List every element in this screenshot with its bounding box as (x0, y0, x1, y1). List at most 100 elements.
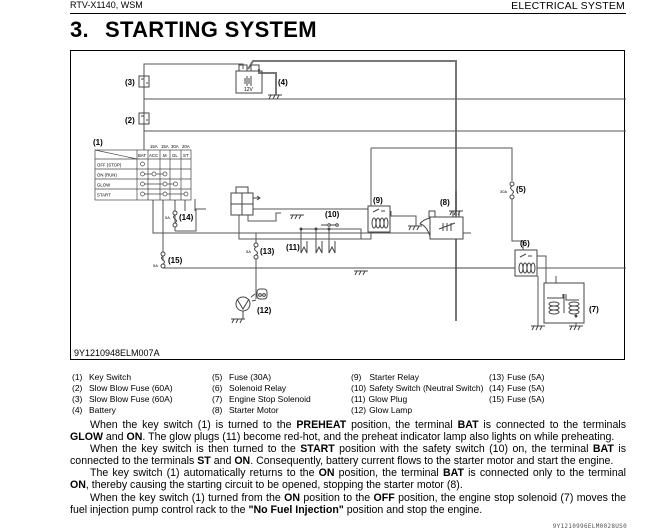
legend-item: (1)Key Switch (72, 372, 132, 382)
callout-13: (13) (260, 247, 275, 256)
terminal-bat: BAT (138, 153, 146, 158)
legend-column-3: (9)Starter Relay (10)Safety Switch (Neut… (351, 372, 483, 416)
wiring-diagram: (3) (2) 12V (4) 30A (5) (1) (70, 50, 626, 360)
legend-column-2: (5)Fuse (30A) (6)Solenoid Relay (7)Engin… (212, 372, 311, 416)
glow-plugs-11: (11) (286, 227, 336, 254)
bold-term: BAT (442, 467, 464, 480)
amp-rating-m: 15A (161, 144, 169, 149)
slow-blow-fuse-60a-2: (2) (125, 112, 150, 125)
text-run: The key switch (1) automatically returns… (90, 467, 319, 480)
contact-point (151, 171, 157, 177)
bold-term: OFF (373, 491, 395, 504)
contact-point (140, 171, 145, 177)
key-switch-1: (1) 15A 15A 30A 20A BAT ACC M GL ST (93, 138, 192, 201)
contact-point (140, 191, 145, 197)
fuse-5a-15: 5A (15) (153, 251, 183, 269)
callout-9: (9) (373, 196, 383, 205)
contact-point (173, 181, 178, 187)
bold-term: PREHEAT (296, 419, 347, 431)
bold-term: GLOW (70, 431, 103, 444)
starter-relay-9: (9) (367, 196, 391, 233)
legend-item: (11)Glow Plug (351, 394, 408, 404)
paragraph-off: When the key switch (1) turned from the … (70, 492, 626, 516)
battery-voltage: 12V (244, 87, 254, 93)
bold-term: ON (234, 455, 251, 468)
page-title: 3.STARTING SYSTEM (70, 17, 317, 43)
amp-rating-acc: 15A (150, 144, 158, 149)
contact-point (162, 181, 168, 187)
engine-stop-solenoid-7: (7) (543, 282, 599, 324)
contact-point (140, 161, 145, 167)
text-run: When the key switch (1) is turned to the (90, 419, 297, 431)
section-title: STARTING SYSTEM (105, 17, 317, 42)
text-run: When the key switch (1) turned from the (90, 491, 285, 504)
manual-model-label: RTV-X1140, WSM (70, 0, 143, 10)
bold-term: BAT (457, 419, 479, 431)
text-run: is connected to the terminals (70, 443, 626, 468)
bold-term: "No Fuel Injection" (248, 503, 344, 516)
terminal-m: M (163, 153, 167, 158)
text-run: . Consequently, battery current flows to… (250, 455, 614, 468)
starter-motor-8: (8) (419, 198, 464, 240)
legend-item: (5)Fuse (30A) (212, 372, 272, 382)
glow-lamp-12: (12) (235, 288, 272, 319)
callout-3: (3) (125, 78, 135, 87)
terminal-st: ST (183, 153, 189, 158)
callout-5: (5) (516, 185, 526, 194)
text-run: position, the engine stop solenoid (7) m… (70, 491, 626, 516)
position-start: START (97, 193, 111, 198)
description-text: When the key switch (1) is turned to the… (70, 419, 626, 516)
wiring-diagram-svg: (3) (2) 12V (4) 30A (5) (1) (93, 60, 626, 331)
text-run: is connected only to the terminal (463, 467, 626, 480)
bold-term: START (300, 443, 335, 456)
callout-11: (11) (286, 243, 300, 252)
text-run: position and stop the engine. (343, 503, 483, 516)
callout-1: (1) (93, 138, 103, 147)
legend-item: (8)Starter Motor (212, 405, 279, 415)
fuse-30a-5: 30A (5) (500, 181, 526, 200)
text-run: . The glow plugs (11) become red-hot, an… (142, 431, 615, 444)
legend-item: (6)Solenoid Relay (212, 383, 287, 393)
battery-4: 12V (4) (235, 64, 288, 100)
document-code: 9Y1210996ELM0028US0 (552, 523, 627, 530)
callout-4: (4) (278, 78, 288, 87)
paragraph-on-return: The key switch (1) automatically returns… (70, 467, 626, 491)
text-run: When the key switch is then turned to th… (90, 443, 301, 456)
amp-rating-st: 20A (182, 144, 190, 149)
callout-7: (7) (589, 305, 599, 314)
fuse-5-rating: 30A (500, 189, 507, 194)
ground-symbols (231, 210, 583, 331)
legend-item: (7)Engine Stop Solenoid (212, 394, 311, 404)
legend-item: (14)Fuse (5A) (489, 383, 545, 393)
slow-blow-fuse-60a-3: (3) (125, 75, 150, 88)
legend-item: (4)Battery (72, 405, 116, 415)
fuse-14-rating: 5A (165, 215, 170, 220)
amp-rating-gl: 30A (171, 144, 179, 149)
contact-point (183, 191, 189, 197)
callout-15: (15) (168, 256, 183, 265)
position-on: ON (RUN) (97, 173, 117, 178)
bold-term: BAT (592, 443, 614, 456)
callout-8: (8) (440, 198, 450, 207)
bold-term: ON (70, 479, 86, 492)
legend-item: (10)Safety Switch (Neutral Switch) (351, 383, 484, 393)
text-run: position, the terminal (334, 467, 443, 480)
bold-term: ON (284, 491, 301, 504)
header-divider (70, 13, 626, 14)
bold-term: ST (197, 455, 211, 468)
bold-term: ON (126, 431, 143, 444)
contact-point (162, 171, 168, 177)
terminal-acc: ACC (149, 153, 158, 158)
fuse-5a-13: 5A (13) (246, 242, 275, 260)
legend-item: (13)Fuse (5A) (489, 372, 545, 382)
fuse-5a-14: 5A (14) (165, 210, 194, 228)
text-run: position to the (300, 491, 374, 504)
glow-relay (230, 186, 261, 216)
section-label: ELECTRICAL SYSTEM (511, 0, 625, 12)
callout-10: (10) (325, 210, 340, 219)
contact-point (140, 181, 145, 187)
callout-14: (14) (179, 213, 194, 222)
callout-6: (6) (520, 239, 530, 248)
legend-column-4: (13)Fuse (5A) (14)Fuse (5A) (15)Fuse (5A… (489, 372, 544, 405)
callout-2: (2) (125, 116, 135, 125)
